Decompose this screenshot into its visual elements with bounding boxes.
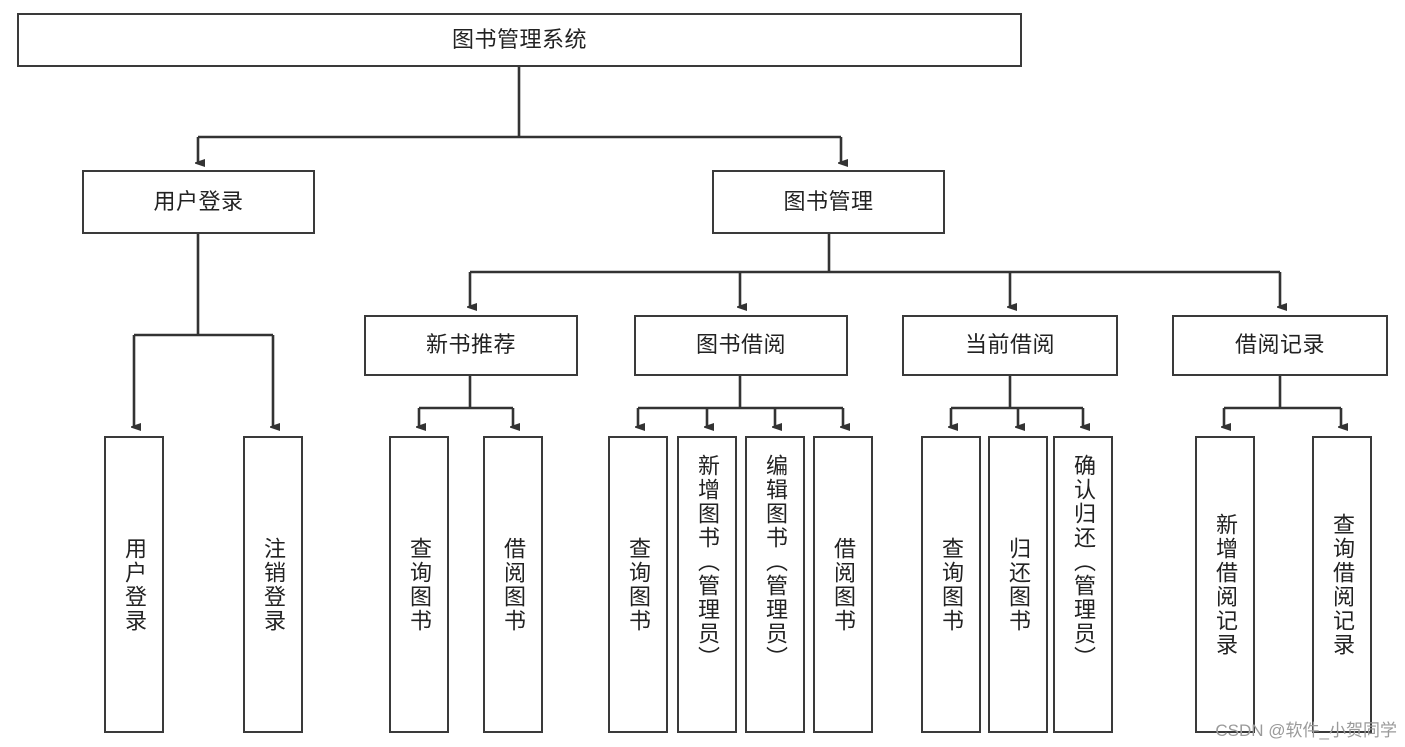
node-root-system[interactable]: 图书管理系统 — [17, 13, 1022, 67]
leaf-logout[interactable]: 注销登录 — [243, 436, 303, 733]
node-label: 新增借阅记录 — [1212, 512, 1238, 657]
leaf-user-login[interactable]: 用户登录 — [104, 436, 164, 733]
node-label: 当前借阅 — [964, 332, 1055, 358]
node-label: 新书推荐 — [425, 332, 516, 358]
leaf-return-book[interactable]: 归还图书 — [988, 436, 1048, 733]
leaf-query-book-borrow[interactable]: 查询图书 — [608, 436, 668, 733]
node-label: 查询借阅记录 — [1329, 512, 1355, 657]
node-borrow-record[interactable]: 借阅记录 — [1172, 315, 1388, 376]
node-label: 注销登录 — [260, 536, 286, 633]
leaf-query-book-recommend[interactable]: 查询图书 — [389, 436, 449, 733]
node-label: 用户登录 — [153, 188, 244, 214]
node-label: 图书借阅 — [695, 332, 786, 358]
node-label: 借阅记录 — [1234, 332, 1325, 358]
leaf-confirm-return-admin[interactable]: 确认归还（管理员） — [1053, 436, 1113, 733]
node-label: 查询图书 — [938, 536, 964, 633]
node-label: 查询图书 — [625, 536, 651, 633]
node-label: 新增图书（管理员） — [694, 454, 720, 670]
node-label: 确认归还（管理员） — [1070, 454, 1096, 670]
node-label: 图书管理系统 — [451, 26, 587, 52]
node-new-book-recommend[interactable]: 新书推荐 — [364, 315, 578, 376]
node-book-borrow[interactable]: 图书借阅 — [634, 315, 848, 376]
node-label: 图书管理 — [783, 188, 874, 214]
leaf-add-borrow-record[interactable]: 新增借阅记录 — [1195, 436, 1255, 733]
leaf-add-book-admin[interactable]: 新增图书（管理员） — [677, 436, 737, 733]
leaf-borrow-book[interactable]: 借阅图书 — [813, 436, 873, 733]
node-label: 归还图书 — [1005, 536, 1031, 633]
leaf-edit-book-admin[interactable]: 编辑图书（管理员） — [745, 436, 805, 733]
node-current-borrow[interactable]: 当前借阅 — [902, 315, 1118, 376]
node-label: 借阅图书 — [830, 536, 856, 633]
node-label: 借阅图书 — [500, 536, 526, 633]
node-user-login[interactable]: 用户登录 — [82, 170, 315, 234]
node-label: 编辑图书（管理员） — [762, 454, 788, 670]
node-book-management[interactable]: 图书管理 — [712, 170, 945, 234]
node-label: 用户登录 — [121, 536, 147, 633]
node-label: 查询图书 — [406, 536, 432, 633]
leaf-query-book-current[interactable]: 查询图书 — [921, 436, 981, 733]
leaf-query-borrow-record[interactable]: 查询借阅记录 — [1312, 436, 1372, 733]
leaf-borrow-book-recommend[interactable]: 借阅图书 — [483, 436, 543, 733]
